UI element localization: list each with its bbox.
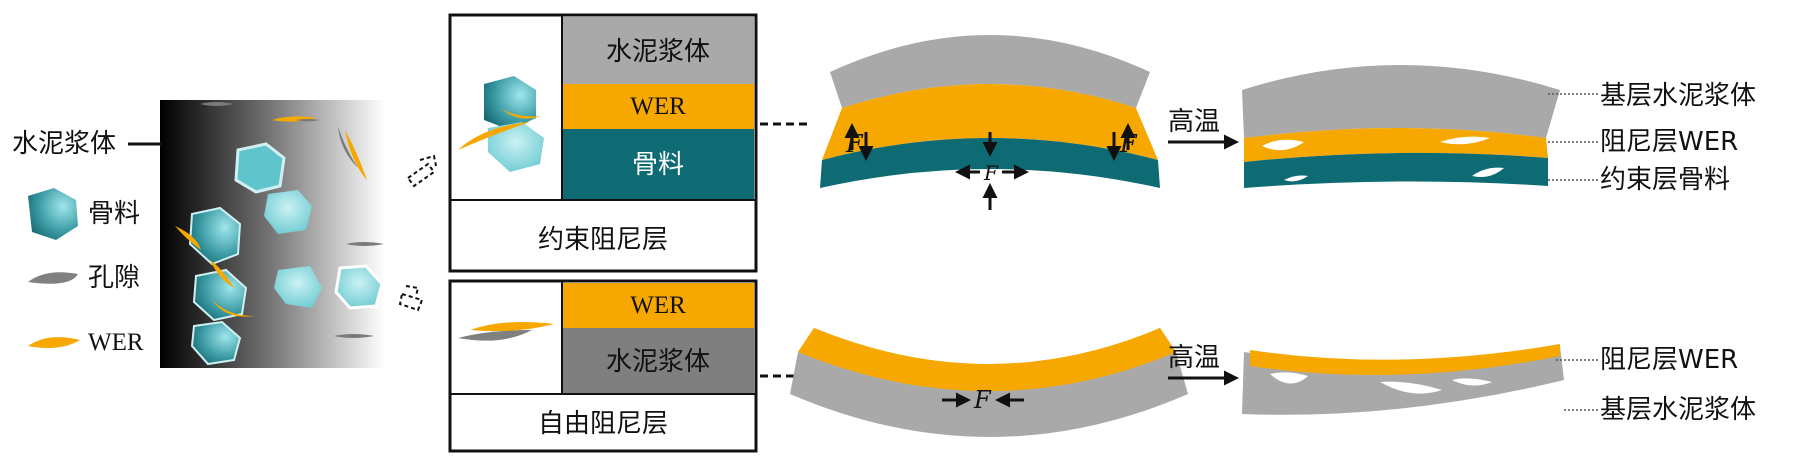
- callout-connectors: [398, 154, 437, 312]
- free-beam-after: 阻尼层WER 基层水泥浆体: [1242, 344, 1756, 425]
- pore-shapes: [200, 102, 384, 338]
- specimen-panel: 水泥浆体 骨料 孔隙 WER: [12, 100, 385, 368]
- legend-label-pore: 孔隙: [88, 263, 140, 293]
- free-layer-box: WER 水泥浆体 自由阻尼层: [448, 279, 758, 453]
- label-constraint-aggregate: 约束层骨料: [1600, 165, 1730, 195]
- free-force-label: F: [973, 386, 992, 414]
- shear-force-arrows: [844, 123, 1136, 210]
- constrained-layer-label-paste: 水泥浆体: [606, 37, 710, 67]
- legend: 骨料 孔隙 WER: [28, 188, 144, 356]
- high-temp-label-constrained: 高温: [1168, 107, 1220, 137]
- inset-wer-on-pore: [458, 322, 554, 341]
- constrained-layer-label-aggregate: 骨料: [632, 150, 684, 180]
- free-label-base-paste: 基层水泥浆体: [1600, 395, 1756, 425]
- callout-bottom: [398, 285, 424, 312]
- legend-label-wer: WER: [88, 329, 144, 356]
- free-label-damping-wer: 阻尼层WER: [1600, 345, 1738, 375]
- wer-icon: [28, 337, 80, 348]
- constrained-beam-after: 基层水泥浆体 阻尼层WER 约束层骨料: [1242, 65, 1756, 195]
- specimen-paste-label: 水泥浆体: [12, 129, 116, 159]
- inset-aggregate-wer: [458, 76, 544, 172]
- constrained-beam-before: F F F: [820, 35, 1160, 210]
- high-temp-arrow-free: 高温: [1168, 343, 1239, 386]
- layer-wer: [563, 84, 754, 129]
- free-layer-label-paste: 水泥浆体: [606, 347, 710, 377]
- constrained-caption: 约束阻尼层: [538, 225, 668, 255]
- legend-item-pore: 孔隙: [28, 263, 140, 293]
- pore-icon: [28, 272, 78, 284]
- aggregate-particles: [188, 142, 384, 366]
- high-temp-arrow-constrained: 高温: [1168, 107, 1239, 150]
- aggregate-icon: [28, 188, 78, 240]
- legend-item-wer: WER: [28, 329, 144, 356]
- legend-item-aggregate: 骨料: [28, 188, 140, 240]
- free-layer-paste: [563, 328, 754, 393]
- legend-label-aggregate: 骨料: [88, 199, 140, 229]
- free-beam-before: F: [790, 328, 1188, 437]
- force-label-right: F: [1119, 130, 1138, 158]
- free-layer-wer: [563, 283, 754, 328]
- callout-top: [406, 154, 437, 188]
- crack-voids: [1262, 136, 1504, 182]
- layer-aggregate: [563, 129, 754, 199]
- label-damping-wer: 阻尼层WER: [1600, 127, 1738, 157]
- high-temp-label-free: 高温: [1168, 343, 1220, 373]
- free-caption: 自由阻尼层: [538, 409, 668, 439]
- constrained-layer-label-wer: WER: [630, 93, 686, 120]
- free-layer-label-wer: WER: [630, 292, 686, 319]
- force-label-center: F: [983, 161, 999, 185]
- force-label-left: F: [845, 130, 864, 158]
- constrained-layer-box: 水泥浆体 WER 骨料 约束阻尼层: [448, 13, 758, 273]
- free-crack-voids: [1270, 372, 1492, 394]
- label-base-paste: 基层水泥浆体: [1600, 81, 1756, 111]
- layer-paste: [563, 17, 754, 84]
